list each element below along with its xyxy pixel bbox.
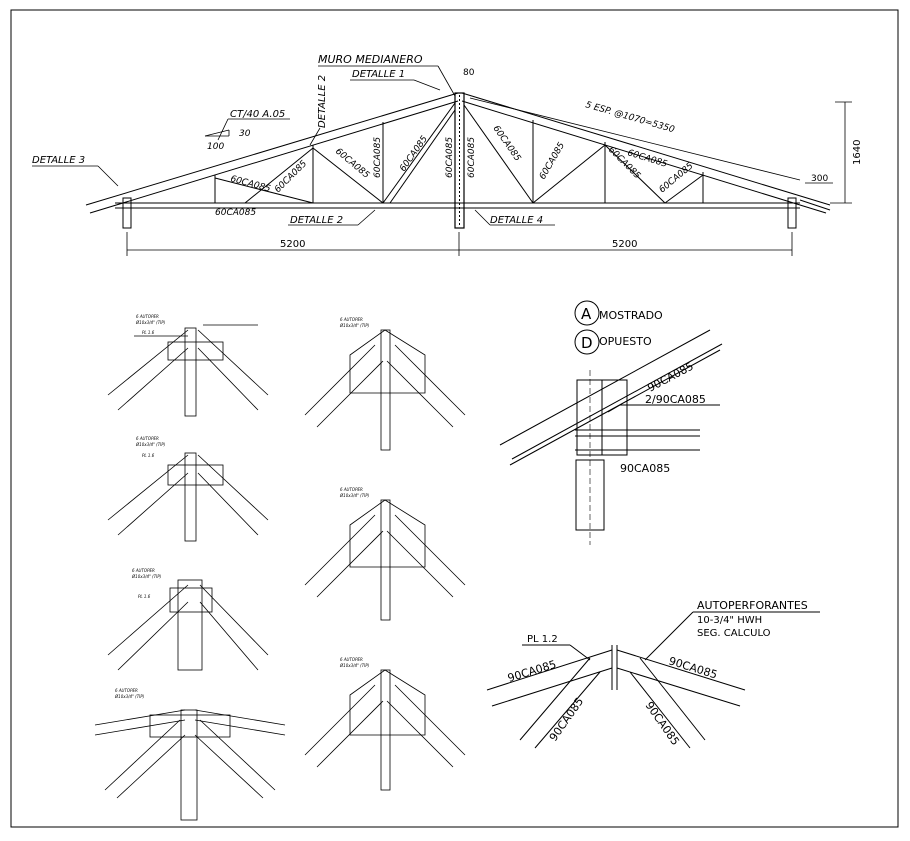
svg-text:6 AUTOPER: 6 AUTOPER	[115, 688, 138, 693]
svg-text:Ø10x3/4" (TIP): Ø10x3/4" (TIP)	[339, 663, 370, 668]
ct-label: CT/40 A.05	[230, 109, 285, 120]
svg-text:PL 1.6: PL 1.6	[138, 594, 151, 599]
note-plate: PL 1.6	[142, 330, 155, 335]
svg-text:6 AUTOPER: 6 AUTOPER	[340, 317, 363, 322]
apex-right-web: 90CA085	[643, 699, 682, 748]
span-right: 5200	[612, 239, 637, 250]
detail-b2: 6 AUTOPER Ø10x3/4" (TIP)	[304, 487, 466, 621]
detail4-member-mid: 2/90CA085	[645, 393, 706, 406]
svg-text:PL 1.6: PL 1.6	[142, 453, 155, 458]
svg-text:6 AUTOPER: 6 AUTOPER	[340, 487, 363, 492]
member-label: 60CA085	[467, 137, 477, 178]
left-top-chord	[85, 92, 459, 206]
apex-left-chord: 90CA085	[506, 658, 558, 685]
detail-b1: 6 AUTOPER Ø10x3/4" (TIP)	[304, 317, 466, 451]
right-support	[787, 197, 797, 229]
detail-b3: 6 AUTOPER Ø10x3/4" (TIP)	[304, 657, 466, 791]
detalle-2-bottom-label: DETALLE 2	[290, 215, 343, 226]
detail-a3: 6 AUTOPER Ø10x3/4" (TIP) PL 1.6	[107, 568, 269, 671]
detail4-member-bottom: 90CA085	[620, 462, 670, 475]
svg-text:Ø10x3/4" (TIP): Ø10x3/4" (TIP)	[135, 442, 166, 447]
apex-right-chord: 90CA085	[667, 654, 719, 681]
detail-a1: 6 AUTOPER Ø10x3/4" (TIP) PL 1.6	[107, 314, 269, 417]
legend-circle-d	[574, 329, 600, 355]
member-label: 60CA085	[538, 141, 567, 182]
right-top-chord-inner	[461, 100, 827, 214]
legend-mostrado: MOSTRADO	[599, 309, 663, 322]
dim-top: 80	[463, 68, 475, 78]
note-autoper: 6 AUTOPER	[136, 314, 159, 319]
svg-text:Ø10x3/4" (TIP): Ø10x3/4" (TIP)	[114, 694, 145, 699]
legend-letter-a: A	[581, 305, 592, 323]
central-post	[454, 92, 465, 229]
detail-4-connection: A MOSTRADO D OPUESTO 90CA085 2/90CA085 9…	[499, 300, 723, 545]
legend-opuesto: OPUESTO	[599, 335, 652, 348]
svg-text:6 AUTOPER: 6 AUTOPER	[136, 436, 159, 441]
truss-dimensions	[32, 65, 852, 256]
detail-a4: 6 AUTOPER Ø10x3/4" (TIP)	[94, 688, 286, 821]
slope-run: 100	[207, 142, 224, 152]
sheet-border	[10, 9, 899, 828]
slope-rise: 30	[239, 129, 251, 139]
apex-plate: PL 1.2	[527, 634, 558, 645]
detail-a2: 6 AUTOPER Ø10x3/4" (TIP) PL 1.6	[107, 436, 269, 542]
detalle-4-label: DETALLE 4	[490, 215, 543, 226]
member-label: 60CA085	[491, 124, 523, 164]
detalle-2-top-label: DETALLE 2	[317, 75, 328, 128]
detalle-3-label: DETALLE 3	[32, 155, 85, 166]
span-left: 5200	[280, 239, 305, 250]
detalle-1-label: DETALLE 1	[352, 69, 405, 80]
muro-medianero-label: MURO MEDIANERO	[318, 53, 423, 66]
svg-text:6 AUTOPER: 6 AUTOPER	[340, 657, 363, 662]
member-label: 60CA085	[373, 137, 383, 178]
legend-circle-a	[574, 300, 600, 326]
svg-text:6 AUTOPER: 6 AUTOPER	[132, 568, 155, 573]
dim-eave: 300	[811, 174, 828, 184]
right-top-chord	[461, 92, 831, 206]
svg-text:Ø10x3/4" (TIP): Ø10x3/4" (TIP)	[131, 574, 162, 579]
truss-elevation	[85, 92, 831, 229]
member-label: 60CA085	[215, 208, 256, 218]
height-dim: 1640	[852, 140, 863, 165]
member-label: 60CA085	[333, 147, 371, 181]
legend-letter-d: D	[581, 334, 593, 352]
svg-text:Ø10x3/4" (TIP): Ø10x3/4" (TIP)	[339, 323, 370, 328]
member-label: 60CA085	[229, 174, 272, 194]
apex-title: AUTOPERFORANTES	[697, 599, 808, 612]
detail-apex: AUTOPERFORANTES 10-3/4" HWH SEG. CALCULO…	[486, 599, 820, 749]
apex-line2: 10-3/4" HWH	[697, 615, 762, 626]
member-label: 60CA085	[273, 159, 309, 195]
member-label: 60CA085	[445, 137, 455, 178]
svg-text:Ø10x3/4" (TIP): Ø10x3/4" (TIP)	[339, 493, 370, 498]
apex-line3: SEG. CALCULO	[697, 628, 771, 639]
left-support	[122, 197, 132, 229]
left-top-chord-inner	[89, 100, 459, 214]
note-screw: Ø10x3/4" (TIP)	[135, 320, 166, 325]
detail4-member-top: 90CA085	[645, 360, 695, 395]
